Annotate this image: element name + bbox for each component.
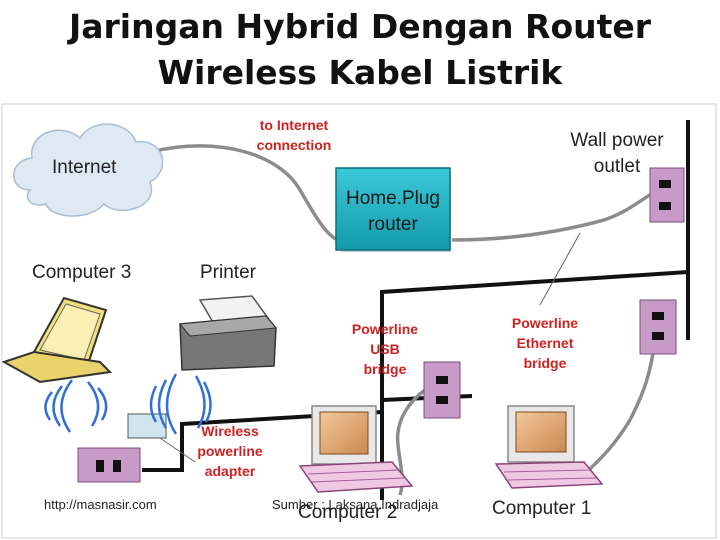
usb-bridge-label-line1: Powerline (352, 321, 418, 337)
wireless-waves-icon (44, 373, 212, 435)
power-outlet-icon (639, 299, 677, 355)
source-credit: Sumber : Laksana Indradjaja (272, 497, 439, 512)
ethernet-bridge-label-line3: bridge (524, 355, 567, 371)
printer-icon (179, 295, 277, 371)
wireless-adapter-label-line3: adapter (205, 463, 256, 479)
router-label-line2: router (368, 214, 418, 235)
cable-router-outlet (451, 190, 656, 242)
cable-internet-router (149, 144, 339, 242)
wall-outlet-label-line1: Wall power (570, 130, 664, 151)
wall-outlet-label-line2: outlet (594, 156, 641, 177)
computer2-label: Computer 2 (298, 502, 397, 523)
monitor-icon (311, 405, 377, 465)
power-wire-left-branch (142, 410, 383, 472)
power-outlet-icon (423, 361, 461, 419)
computer3-label: Computer 3 (32, 262, 131, 283)
cloud-icon (13, 123, 164, 217)
slide-title: Jaringan Hybrid Dengan Router Wireless K… (0, 4, 720, 96)
homeplug-router: Home.Plug router (335, 167, 451, 252)
router-label-line1: Home.Plug (346, 188, 440, 209)
power-wire-main (380, 120, 690, 500)
power-outlet-icon (649, 167, 685, 223)
to-internet-label-line2: connection (257, 137, 332, 153)
keyboard-icon (494, 461, 604, 489)
keyboard-icon (298, 461, 414, 493)
laptop-icon (1, 296, 113, 384)
monitor-icon (507, 405, 575, 463)
printer-label: Printer (200, 262, 257, 283)
to-internet-label-line1: to Internet (260, 117, 329, 133)
cable-ethernet-computer1 (578, 339, 657, 480)
title-line-1: Jaringan Hybrid Dengan Router (68, 7, 652, 46)
usb-bridge-label-line2: USB (370, 341, 400, 357)
ethernet-bridge-label-line2: Ethernet (517, 335, 574, 351)
usb-bridge-label-line3: bridge (364, 361, 407, 377)
wireless-adapter-label-line2: powerline (197, 443, 263, 459)
network-diagram: Internet to Internet connection Home.Plu… (1, 103, 717, 539)
title-line-2: Wireless Kabel Listrik (157, 53, 563, 92)
ethernet-bridge-label-line1: Powerline (512, 315, 578, 331)
power-outlet-icon (77, 447, 141, 483)
source-url: http://masnasir.com (44, 497, 157, 512)
pointer-lines (159, 232, 581, 463)
internet-label: Internet (52, 157, 117, 178)
computer1-label: Computer 1 (492, 498, 591, 519)
wireless-adapter-label-line1: Wireless (201, 423, 259, 439)
